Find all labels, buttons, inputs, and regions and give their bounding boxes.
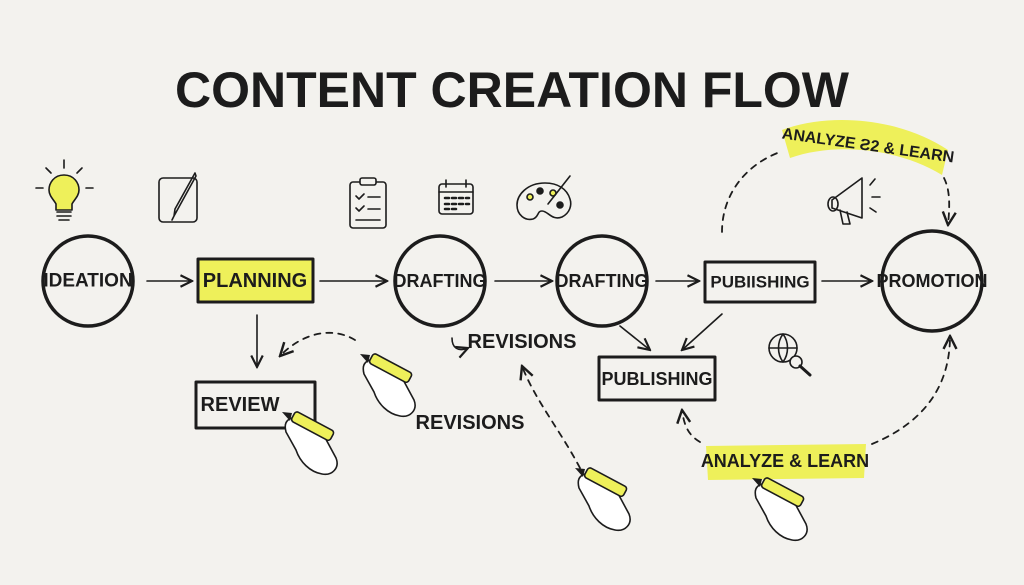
lightbulb-icon: [35, 159, 94, 221]
node-planning[interactable]: PLANNING: [196, 257, 315, 304]
node-publishing[interactable]: PUBLISHING: [597, 355, 717, 402]
node-pubiishing[interactable]: PUBIISHING: [703, 260, 817, 304]
node-promotion-label: PROMOTION: [877, 271, 988, 291]
dashed-arrow: [682, 410, 701, 443]
megaphone-icon: [827, 177, 881, 225]
node-drafting-2[interactable]: DRAFTING: [555, 234, 649, 328]
analyze-bottom-label: ANALYZE & LEARN: [701, 451, 869, 471]
dashed-arrow: [280, 331, 356, 356]
analyze-learn-top: ANALYZE Ƨ2 & LEARN: [781, 119, 955, 175]
hand-marker-icon: [359, 352, 416, 418]
hand-marker-icon: [281, 410, 338, 476]
dashed-arrow: [721, 151, 781, 233]
dashed-arrow: [944, 177, 949, 225]
arrow: [619, 325, 650, 350]
hand-marker-icon: [574, 466, 631, 532]
node-planning-label: PLANNING: [203, 270, 307, 292]
notepad-pen-icon: [158, 172, 198, 223]
node-promotion[interactable]: PROMOTION: [877, 229, 988, 333]
revisions-lower-label: REVISIONS: [416, 412, 525, 434]
arrow: [682, 313, 723, 350]
node-review-label: REVIEW: [201, 394, 280, 416]
dashed-arrow: [522, 366, 581, 469]
page-title: CONTENT CREATION FLOW: [175, 62, 850, 118]
node-ideation[interactable]: IDEATION: [41, 234, 135, 328]
node-review[interactable]: REVIEW: [194, 380, 317, 430]
hand-marker-icon: [751, 476, 808, 542]
node-ideation-label: IDEATION: [43, 271, 132, 292]
arrow: [451, 337, 468, 350]
dashed-arrow: [871, 336, 950, 445]
node-drafting-1[interactable]: DRAFTING: [393, 234, 487, 328]
clipboard-checklist-icon: [349, 177, 387, 229]
node-pubiishing-label: PUBIISHING: [710, 273, 809, 292]
node-drafting-2-label: DRAFTING: [556, 271, 649, 291]
node-drafting-1-label: DRAFTING: [394, 271, 487, 291]
globe-magnifier-icon: [768, 333, 812, 377]
revisions-upper-label: REVISIONS: [468, 331, 577, 353]
analyze-learn-bottom: ANALYZE & LEARN: [701, 444, 869, 480]
palette-icon: [516, 175, 572, 221]
calendar-icon: [438, 179, 474, 215]
node-publishing-label: PUBLISHING: [601, 369, 712, 389]
